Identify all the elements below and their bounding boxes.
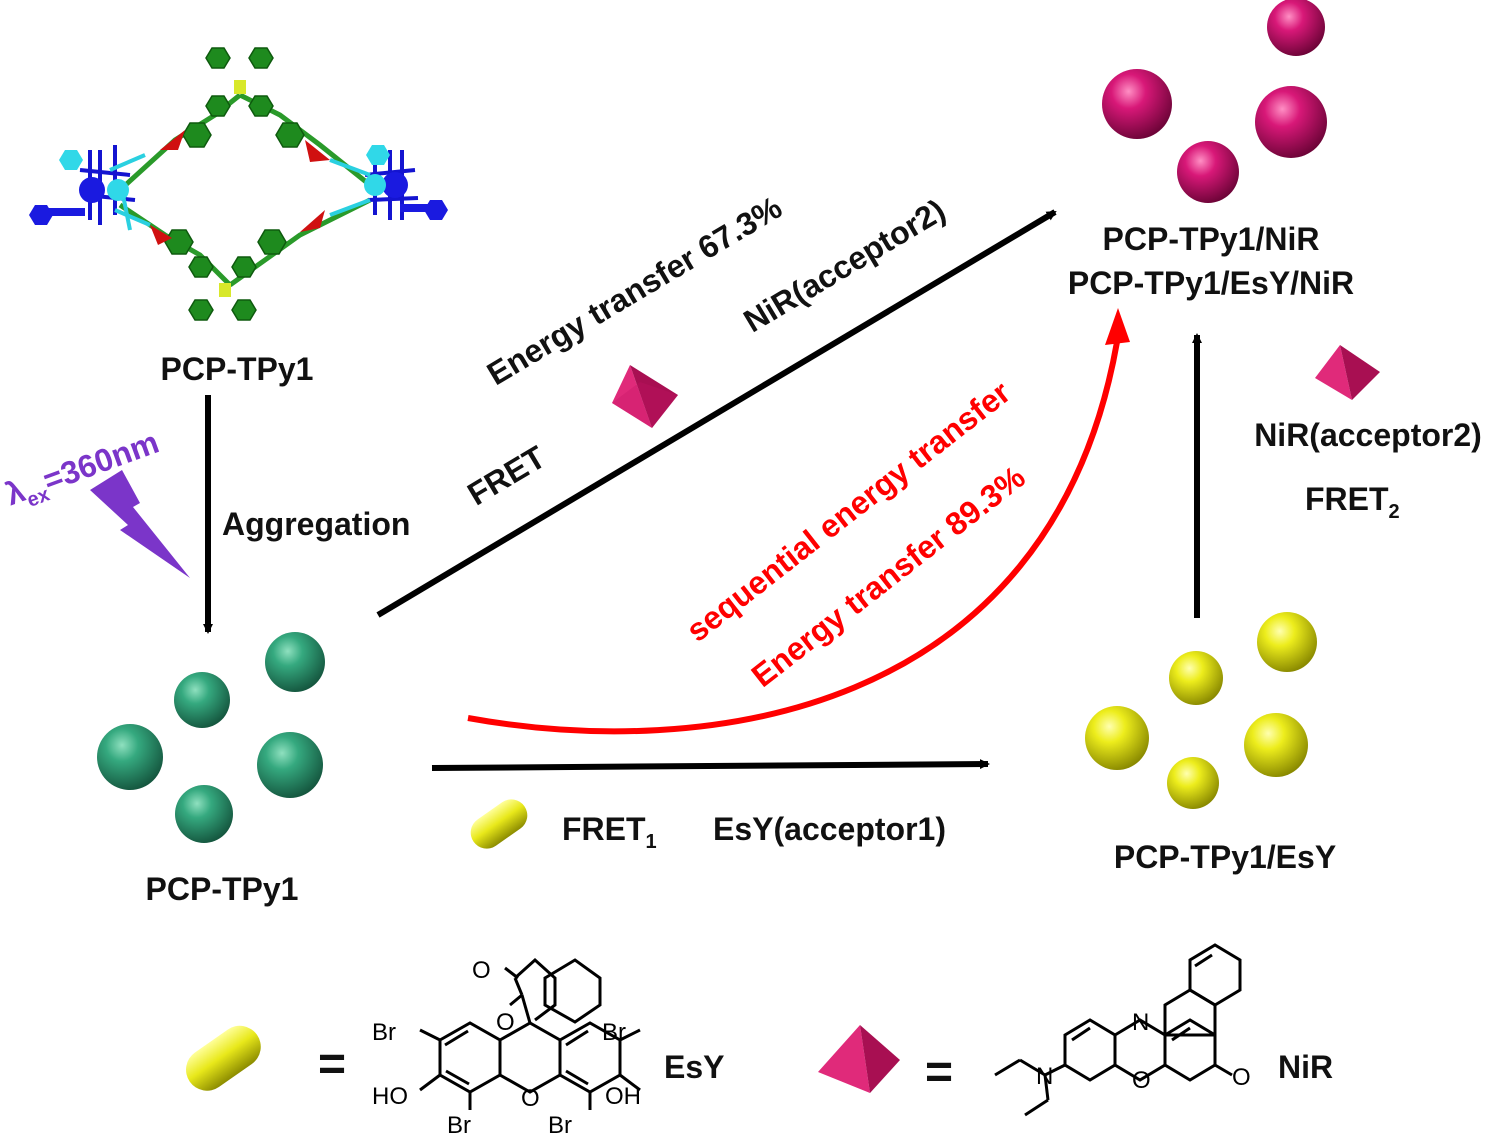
legend-equals-1: =	[318, 1038, 346, 1091]
esy-ho: HO	[372, 1083, 408, 1110]
legend-esy-name: EsY	[664, 1049, 724, 1085]
pcp-esy-label: PCP-TPy1/EsY	[1114, 839, 1336, 875]
nir-structure	[994, 943, 1242, 1117]
product-label-2: PCP-TPy1/EsY/NiR	[1068, 265, 1354, 301]
esy-br-top-left: Br	[372, 1019, 396, 1046]
legend: = O O Br Br HO OH Br	[186, 943, 1333, 1137]
esy-br-bottom-right: Br	[548, 1112, 572, 1137]
aggregation-label: Aggregation	[222, 506, 410, 542]
yellow-capsule-icon	[186, 1025, 261, 1091]
esy-br-top-right: Br	[602, 1019, 626, 1046]
nir-o-keto: O	[1232, 1064, 1251, 1091]
esy-structure	[419, 957, 641, 1110]
yellow-sphere-cluster	[1085, 612, 1317, 809]
nir-acceptor-right-label: NiR(acceptor2)	[1254, 417, 1482, 453]
product-label-1: PCP-TPy1/NiR	[1103, 221, 1320, 257]
magenta-sphere-cluster	[1102, 0, 1327, 203]
fret1-arrow	[431, 759, 990, 771]
legend-equals-2: =	[925, 1046, 953, 1099]
energy-transfer-upper-label: Energy transfer 67.3%	[481, 189, 788, 392]
esy-o-carbonyl: O	[472, 957, 491, 984]
yellow-capsule-icon	[470, 799, 528, 849]
nir-n-ring: N	[1132, 1009, 1149, 1036]
pcp-bottom-label: PCP-TPy1	[146, 871, 299, 907]
sequential-energy-transfer-arrow	[467, 341, 1120, 735]
fret1-label: FRET1	[562, 811, 657, 853]
lightning-bolt-icon	[90, 470, 190, 578]
fret-diagonal-arrow	[376, 209, 1057, 618]
pcp-top-label: PCP-TPy1	[161, 351, 314, 387]
esy-o-xanthene: O	[521, 1085, 540, 1112]
nir-n-amine: N	[1036, 1063, 1053, 1090]
fret-upper-label: FRET	[461, 438, 552, 512]
fret2-label: FRET2	[1305, 481, 1400, 523]
magenta-octahedron-icon	[1315, 345, 1380, 400]
green-sphere-cluster	[97, 632, 325, 843]
magenta-octahedron-icon	[612, 365, 678, 428]
magenta-octahedron-icon	[818, 1025, 900, 1093]
nir-o-ring: O	[1132, 1067, 1151, 1094]
excitation-label: λex=360nm	[1, 424, 166, 518]
esy-o-ring: O	[496, 1009, 515, 1036]
pcp-crystal-structure	[29, 47, 448, 321]
red-arrowhead	[1105, 308, 1130, 345]
esy-oh: OH	[605, 1083, 641, 1110]
esy-acceptor-label: EsY(acceptor1)	[713, 811, 946, 847]
esy-br-bottom-left: Br	[447, 1112, 471, 1137]
legend-nir-name: NiR	[1278, 1049, 1333, 1085]
